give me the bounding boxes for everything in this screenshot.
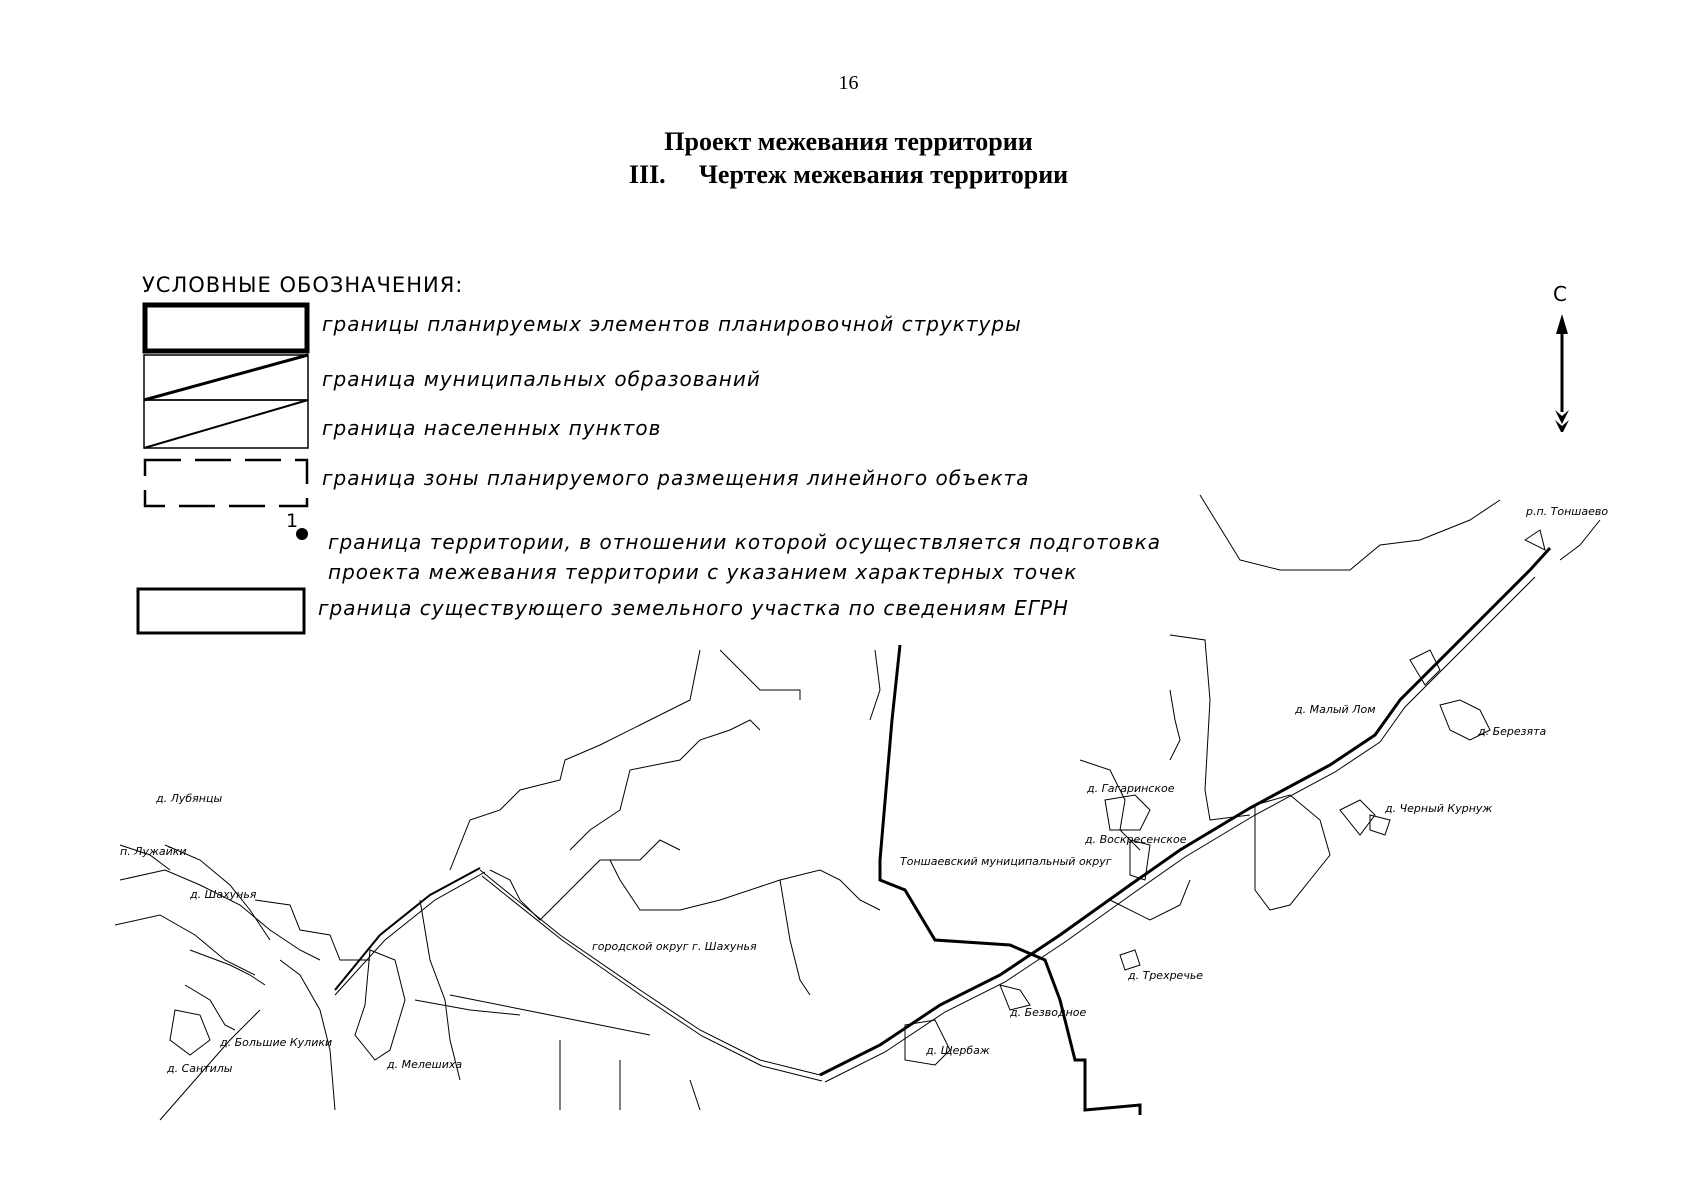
legend-symbol-planned-elements [142,302,310,354]
legend-symbol-zone [143,458,309,508]
place-label: р.п. Тоншаево [1526,505,1609,518]
north-label: С [1553,282,1568,306]
document-title: Проект межевания территории [664,127,1033,156]
legend-item-settlements: граница населенных пунктов [322,416,662,440]
linear-object-corridor [334,867,481,991]
place-label: д. Березята [1478,725,1547,738]
municipal-boundary [878,644,1142,1115]
legend-symbol-egrn [136,587,306,635]
page-number: 16 [838,72,859,94]
place-label: д. Безводное [1010,1006,1087,1019]
legend-heading: УСЛОВНЫЕ ОБОЗНАЧЕНИЯ: [142,273,464,297]
place-label: д. Большие Кулики [220,1036,333,1049]
legend-symbols [142,302,310,508]
legend-item-planned-elements: границы планируемых элементов планировоч… [322,312,1022,336]
place-label: д. Гагаринское [1087,782,1175,795]
legend-item-territory-cont: проекта межевания территории с указанием… [328,560,1078,584]
place-label: д. Черный Курнуж [1385,802,1493,815]
place-label: д. Шахунья [190,888,257,901]
legend-item-municipal: граница муниципальных образований [322,367,761,391]
place-label: д. Щербаж [926,1044,990,1057]
legend-symbol-settlements [143,399,309,449]
north-arrow-icon [1555,314,1569,432]
main-route [819,546,1552,1077]
place-label: городской округ г. Шахунья [592,940,757,953]
place-label: д. Сантилы [167,1062,233,1075]
section-title-text: Чертеж межевания территории [698,160,1069,189]
legend-point-number: 1 [286,510,300,532]
section-title: III. Чертеж межевания территории [0,160,1697,190]
legend-item-zone: граница зоны планируемого размещения лин… [322,466,1030,490]
legend-item-territory: граница территории, в отношении которой … [328,530,1161,554]
section-number: III. [628,160,666,189]
place-label: п. Лужайки [120,845,187,858]
place-label: д. Трехречье [1128,969,1204,982]
place-label: Тоншаевский муниципальный округ [900,855,1112,868]
place-label: д. Малый Лом [1295,703,1376,716]
legend-point-marker-icon [296,528,308,540]
place-label: д. Лубянцы [156,792,223,805]
place-label: д. Воскресенское [1085,833,1187,846]
place-label: д. Мелешиха [387,1058,463,1071]
legend-item-egrn: граница существующего земельного участка… [318,596,1069,620]
